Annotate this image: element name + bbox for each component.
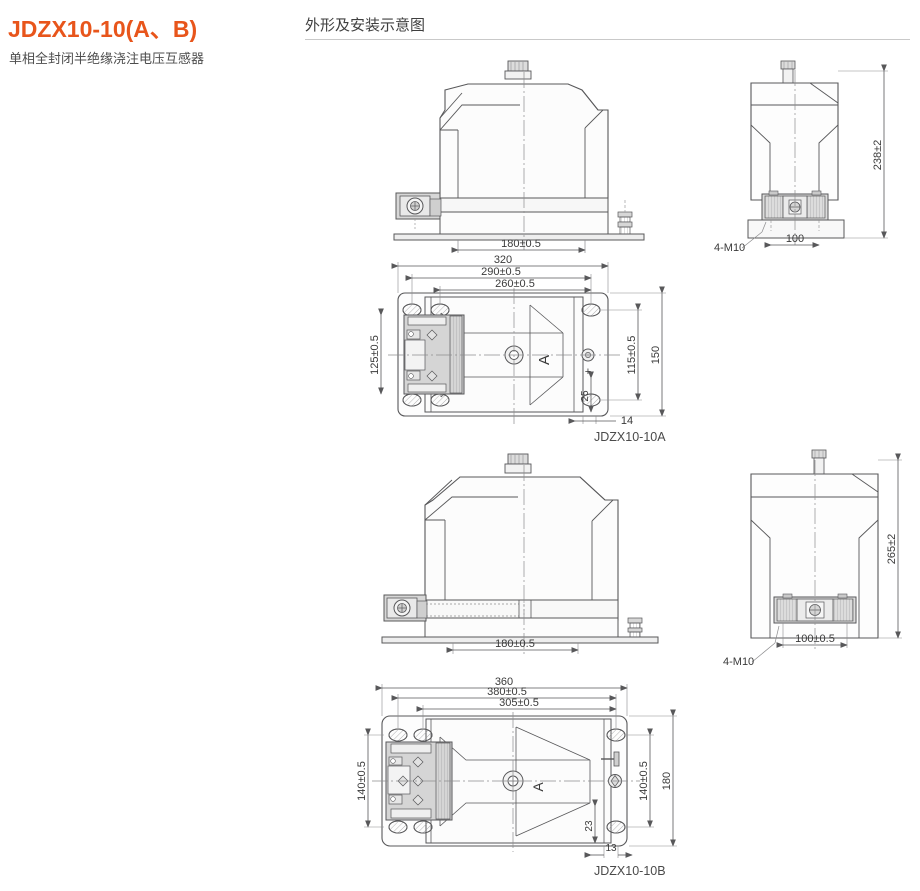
dim-380-plan-b: 380±0.5 bbox=[391, 686, 617, 701]
orientation-mark-a: A bbox=[536, 355, 553, 365]
dim-label: 25 bbox=[580, 390, 591, 402]
dim-290-plan-a: 290±0.5 bbox=[405, 266, 592, 281]
dim-180-plan-b: 180 bbox=[629, 709, 677, 847]
dim-label: 305±0.5 bbox=[499, 697, 539, 709]
dim-23-plan-b: 23 bbox=[584, 799, 598, 844]
dim-180-front-b: 180±0.5 bbox=[446, 638, 579, 654]
dim-label: 265±2 bbox=[886, 534, 898, 565]
dim-label: 180 bbox=[661, 772, 673, 790]
dim-115-plan-a: 115±0.5 bbox=[600, 303, 642, 401]
dim-label: 380±0.5 bbox=[487, 686, 527, 698]
dim-label: 13 bbox=[605, 843, 617, 854]
page-subtitle: 单相全封闭半绝缘浇注电压互感器 bbox=[9, 52, 205, 67]
dim-label: 14 bbox=[621, 415, 633, 427]
dim-label: 140±0.5 bbox=[356, 761, 368, 801]
dim-305-plan-b: 305±0.5 bbox=[416, 697, 617, 712]
section-title: 外形及安装示意图 bbox=[305, 16, 426, 34]
dim-13-plan-b: 13 bbox=[584, 843, 633, 858]
orientation-mark-a: A bbox=[530, 782, 546, 792]
dim-180-front-a: 180±0.5 bbox=[451, 238, 586, 253]
dim-label: 320 bbox=[494, 254, 512, 266]
dim-140-left-plan-b: 140±0.5 bbox=[356, 728, 384, 828]
dim-label: 140±0.5 bbox=[638, 761, 650, 801]
dim-label: 100 bbox=[786, 233, 804, 245]
dim-238-side-a: 238±2 bbox=[838, 64, 888, 239]
note-label: 4-M10 bbox=[714, 242, 745, 254]
dim-label: 260±0.5 bbox=[495, 278, 535, 290]
polarity-mark: + bbox=[585, 366, 591, 378]
dim-label: 238±2 bbox=[872, 140, 884, 171]
dim-label: 100±0.5 bbox=[795, 633, 835, 645]
dim-14-plan-a: 14 bbox=[568, 415, 633, 427]
view-b-front-drawing: 180±0.5 bbox=[381, 453, 659, 655]
view-a-plan-drawing: A + bbox=[369, 254, 666, 427]
dim-360-plan-b: 360 bbox=[375, 676, 628, 691]
dim-label: 23 bbox=[584, 820, 595, 832]
note-4m10-b: 4-M10 bbox=[723, 625, 780, 668]
dim-label: 180±0.5 bbox=[495, 638, 535, 650]
dim-260-plan-a: 260±0.5 bbox=[433, 278, 592, 293]
section-divider bbox=[305, 39, 910, 40]
dim-label: 290±0.5 bbox=[481, 266, 521, 278]
view-a-side-drawing: 238±2 100 4-M10 bbox=[714, 60, 888, 254]
dim-100-side-b: 100±0.5 bbox=[776, 633, 848, 648]
note-4m10-a: 4-M10 bbox=[714, 221, 767, 254]
dim-140-right-plan-b: 140±0.5 bbox=[624, 728, 654, 828]
view-a-front-drawing: 180±0.5 bbox=[393, 60, 645, 253]
dim-100-side-a: 100 bbox=[764, 233, 820, 248]
dim-label: 360 bbox=[495, 676, 513, 688]
dim-label: 150 bbox=[650, 346, 662, 364]
note-label: 4-M10 bbox=[723, 656, 754, 668]
dim-125-plan-a: 125±0.5 bbox=[369, 308, 384, 395]
view-b-label: JDZX10-10B bbox=[594, 864, 666, 878]
page-title: JDZX10-10(A、B) bbox=[8, 16, 198, 42]
dim-label: 125±0.5 bbox=[369, 335, 381, 375]
view-a-label: JDZX10-10A bbox=[594, 430, 666, 444]
view-b-plan-drawing: A bbox=[356, 676, 677, 858]
dim-25-plan-a: 25 bbox=[580, 371, 594, 413]
view-b-side-drawing: 265±2 100±0.5 4-M10 bbox=[723, 449, 902, 668]
dim-150-plan-a: 150 bbox=[610, 286, 666, 417]
dim-265-side-b: 265±2 bbox=[878, 453, 902, 639]
dim-label: 115±0.5 bbox=[626, 336, 638, 375]
dim-label: 180±0.5 bbox=[501, 238, 541, 250]
dim-320-plan-a: 320 bbox=[391, 254, 609, 269]
